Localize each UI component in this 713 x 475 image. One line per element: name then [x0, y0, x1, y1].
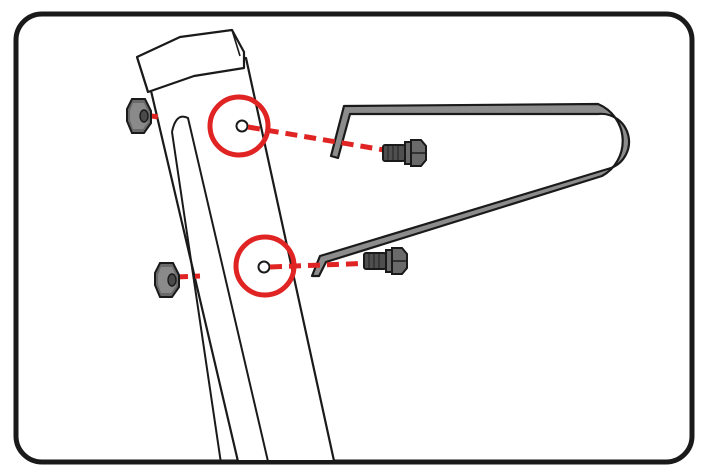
lower-hex-nut-icon: [154, 262, 180, 298]
diagram-frame: [13, 11, 695, 465]
u-bracket: [310, 102, 631, 278]
upper-highlight-circle-icon: [207, 94, 271, 158]
upper-bolt-icon: [382, 139, 427, 167]
lower-highlight-circle-icon: [233, 234, 297, 298]
lower-bolt-icon: [363, 247, 408, 275]
lower-hole: [257, 260, 271, 274]
upper-hex-nut-icon: [126, 98, 152, 134]
upper-hole: [235, 119, 249, 133]
end-cap: [135, 28, 246, 94]
